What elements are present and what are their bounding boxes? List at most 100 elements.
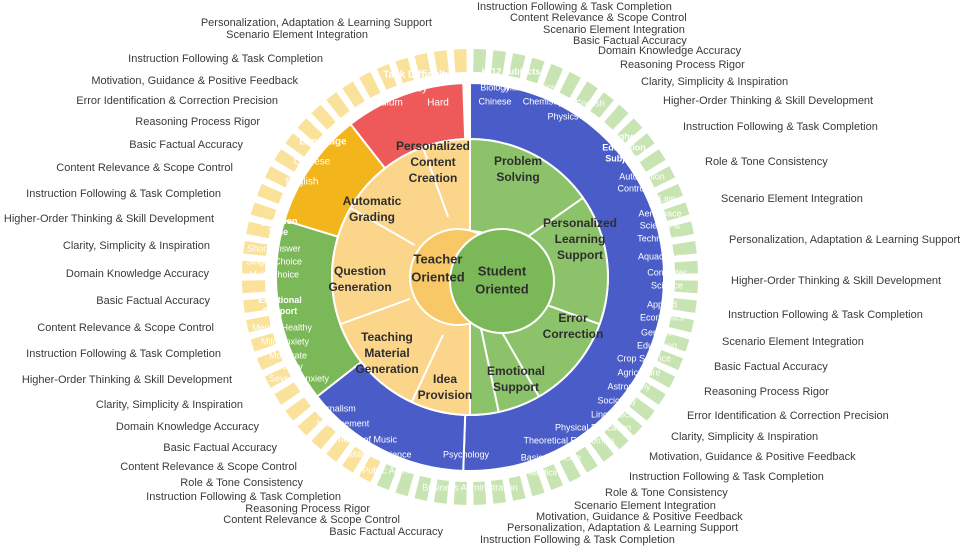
outer-criteria-label: Clarity, Simplicity & Inspiration: [62, 240, 210, 252]
outer-criteria-label: Basic Factual Accuracy: [96, 295, 210, 307]
outer-criteria-label: Basic Factual Accuracy: [129, 139, 243, 151]
outer-ring-segment: [246, 221, 272, 239]
outer-criteria-label: Reasoning Process Rigor: [135, 116, 260, 128]
outer-ring-segment: [491, 50, 507, 75]
outer-ring-segment: [663, 333, 690, 352]
emotional-support-title: Support: [263, 306, 298, 316]
student-task-label: Error: [558, 311, 588, 325]
outer-ring-segment: [473, 481, 487, 505]
center-circle: [409, 228, 555, 334]
outer-ring-segment: [575, 81, 598, 108]
language-item: English: [286, 177, 319, 188]
emotional-support-item: Mild Anxiety: [261, 336, 310, 346]
teacher-task-label: Teaching: [361, 330, 413, 344]
outer-ring-segment: [526, 470, 545, 497]
outer-ring-segment: [264, 366, 291, 388]
outer-ring-segment: [575, 446, 598, 473]
outer-ring-segment: [414, 475, 432, 501]
higher-ed-title: Higher: [610, 131, 639, 141]
k12-item: Biology: [480, 82, 510, 92]
teacher-task-label: Personalized: [396, 139, 470, 153]
dimension-gap: [463, 83, 470, 140]
outer-criteria-label: Clarity, Simplicity & Inspiration: [641, 76, 789, 88]
outer-ring-segment: [649, 366, 676, 388]
outer-criteria-label: Content Relevance & Scope Control: [37, 322, 214, 334]
outer-ring-segment: [649, 166, 676, 188]
task-divider: [521, 197, 584, 242]
outer-criteria-label: Scenario Element Integration: [574, 500, 716, 512]
outer-criteria-label: Scenario Element Integration: [721, 193, 863, 205]
outer-ring-segment: [395, 57, 414, 84]
outer-ring-segment: [663, 202, 690, 221]
outer-criteria-label: Reasoning Process Rigor: [704, 386, 829, 398]
outer-ring-segment: [668, 315, 694, 333]
outer-ring-segment: [250, 333, 277, 352]
emotional-support-item: Anxiety: [273, 361, 303, 371]
higher-ed-item: Theoretical Economics: [523, 435, 615, 445]
outer-ring-segment: [285, 397, 311, 421]
student-center: [449, 228, 555, 334]
outer-criteria-label: Error Identification & Correction Precis…: [687, 410, 889, 422]
student-oriented-label: Student: [478, 263, 527, 278]
outer-ring-segment: [246, 315, 272, 333]
higher-ed-item: Aerospace: [638, 208, 681, 218]
teacher-task-label: Material: [364, 346, 409, 360]
dimension-ring: [275, 81, 666, 472]
outer-criteria-label: Domain Knowledge Accuracy: [115, 421, 259, 433]
teacher-task-label: Generation: [328, 280, 391, 294]
student-task-label: Emotional: [487, 364, 545, 378]
outer-criteria-label: Instruction Following & Task Completion: [480, 534, 675, 546]
task-difficulty-title: Task Difficulty: [383, 70, 451, 81]
higher-ed-item: Economics: [640, 312, 685, 322]
outer-criteria-label: Personalization, Adaptation & Learning S…: [729, 234, 960, 246]
outer-criteria-label: Clarity, Simplicity & Inspiration: [671, 431, 819, 443]
outer-criteria-label: Personalization, Adaptation & Learning S…: [507, 522, 739, 534]
teacher-task-label: Automatic: [343, 194, 402, 208]
bottom-subject-item: Theory of Music: [333, 434, 398, 444]
k12-item: Physics: [547, 111, 579, 121]
outer-ring-segment: [257, 183, 283, 204]
outer-criteria-label: Domain Knowledge Accuracy: [598, 45, 742, 57]
question-type-title: Type: [268, 227, 288, 237]
outer-ring-segment: [491, 479, 507, 504]
higher-ed-item: Aquaculture: [638, 251, 686, 261]
outer-criteria-label: Error Identification & Correction Precis…: [76, 95, 278, 107]
higher-ed-item: Clinical Medicine: [497, 467, 565, 477]
outer-criteria-label: Scenario Element Integration: [543, 24, 685, 36]
outer-criteria-label: Clarity, Simplicity & Inspiration: [95, 399, 243, 411]
teacher-oriented-label: Teacher: [414, 251, 463, 266]
outer-ring-segment: [508, 475, 526, 501]
outer-ring-segment: [617, 118, 643, 143]
outer-ring-segment: [672, 298, 697, 314]
outer-ring-segment: [453, 481, 467, 505]
emotional-support-item: Mental Healthy: [252, 322, 313, 332]
task-divider: [410, 334, 444, 403]
outer-ring-segment: [590, 436, 614, 462]
outer-ring-segment: [639, 149, 666, 172]
outer-ring-segment: [657, 183, 683, 204]
teacher-task-label: Creation: [409, 171, 458, 185]
outer-ring-segment: [342, 81, 365, 108]
emotional-support-item: Moderate: [269, 350, 307, 360]
outer-criteria-label: Reasoning Process Rigor: [620, 59, 745, 71]
outer-criteria-label: Higher-Order Thinking & Skill Developmen…: [663, 95, 874, 107]
outer-ring-segment: [453, 49, 467, 73]
outer-ring-segment: [342, 446, 365, 473]
student-task-label: Correction: [543, 327, 604, 341]
outer-ring-segment: [250, 202, 277, 221]
outer-criteria-label: Content Relevance & Scope Control: [223, 514, 400, 526]
bottom-subject-item: Journalism: [312, 403, 356, 413]
task-divider: [339, 297, 411, 326]
outer-criteria-label: Motivation, Guidance & Positive Feedback: [649, 451, 856, 463]
outer-ring-segment: [243, 298, 268, 314]
outer-ring-segment: [359, 456, 381, 483]
question-type-item: Single-Choice: [246, 256, 302, 266]
outer-ring-segment: [311, 104, 336, 130]
outer-criteria-label: Instruction Following & Task Completion: [629, 471, 824, 483]
student-task-label: Support: [493, 380, 539, 394]
outer-ring-segment: [657, 350, 683, 371]
outer-ring-segment: [376, 464, 397, 490]
higher-ed-item: Education: [637, 340, 677, 350]
outer-ring-segment: [414, 53, 432, 79]
